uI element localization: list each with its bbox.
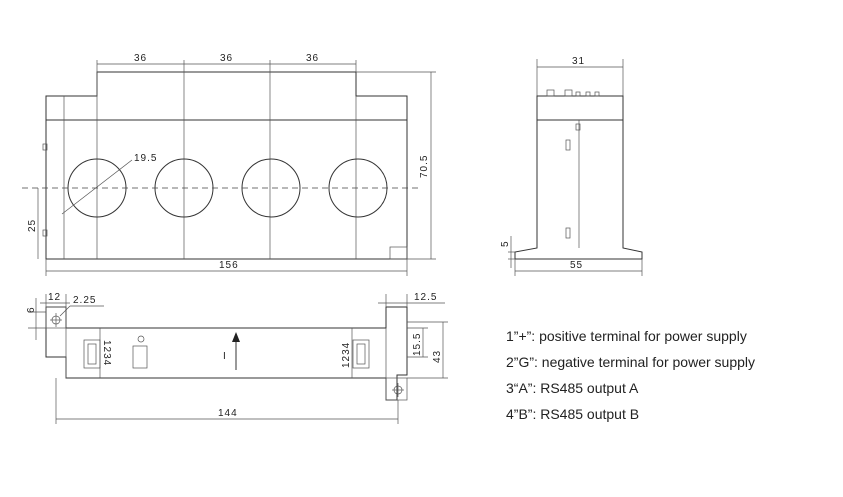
terminal-block-right — [352, 339, 370, 369]
terminal-pin — [564, 89, 573, 97]
dim-base-width: 55 — [570, 260, 583, 271]
mounting-tab — [42, 143, 48, 151]
corner-block — [389, 246, 408, 260]
terminal-pin — [585, 91, 591, 97]
dim-left-small: 6 — [26, 306, 37, 313]
dim-left-edge: 12 — [48, 292, 61, 303]
dim-top-3: 36 — [306, 53, 319, 64]
dim-top-1: 36 — [134, 53, 147, 64]
terminal-label-right: 1234 — [341, 342, 352, 368]
dim-length: 144 — [218, 408, 238, 419]
side-slot — [575, 123, 581, 131]
dim-right-inner: 15.5 — [412, 333, 423, 356]
dim-top-2: 36 — [220, 53, 233, 64]
side-top-block — [536, 95, 624, 121]
dim-hole: 2.25 — [73, 295, 96, 306]
note-positive: 1”+”: positive terminal for power supply — [506, 328, 747, 344]
leader — [59, 305, 71, 317]
arrow-head-icon — [232, 332, 240, 342]
terminal-notes: 1”+”: positive terminal for power supply… — [506, 323, 755, 427]
terminal-pin — [575, 91, 581, 97]
front-outline — [45, 71, 408, 260]
side-slot — [565, 227, 571, 239]
radius-leader — [61, 159, 133, 215]
note-negative: 2”G”: negative terminal for power supply — [506, 354, 755, 370]
dim-height: 70.5 — [419, 155, 430, 178]
current-label: I — [223, 351, 227, 362]
dim-depth: 31 — [572, 56, 585, 67]
terminal-slot — [87, 343, 97, 365]
sensing-hole — [241, 158, 301, 218]
dim-offset: 25 — [27, 219, 38, 232]
terminal-block-left — [83, 339, 101, 369]
side-view: 31 5 55 — [500, 56, 643, 276]
terminal-pin — [546, 89, 555, 97]
dim-right-height: 43 — [432, 350, 443, 363]
dim-radius: 19.5 — [134, 153, 157, 164]
bottom-view: 1234 I 1234 12 6 2.25 12.5 15.5 43 — [26, 292, 448, 424]
dim-width: 156 — [219, 260, 239, 271]
front-view: 36 36 36 19.5 70.5 25 156 — [22, 53, 436, 276]
side-body — [514, 120, 643, 260]
side-slot — [565, 139, 571, 151]
terminal-label-left: 1234 — [101, 340, 112, 366]
note-output-a: 3“A”: RS485 output A — [506, 380, 639, 396]
mounting-ear — [45, 306, 67, 329]
terminal-pin — [594, 91, 600, 97]
connector — [132, 345, 148, 369]
terminal-slot — [356, 343, 366, 365]
dim-right-edge: 12.5 — [414, 292, 437, 303]
indicator-led — [137, 335, 145, 343]
dim-base-height: 5 — [500, 240, 511, 247]
note-output-b: 4”B”: RS485 output B — [506, 406, 640, 422]
mounting-tab — [42, 229, 48, 237]
